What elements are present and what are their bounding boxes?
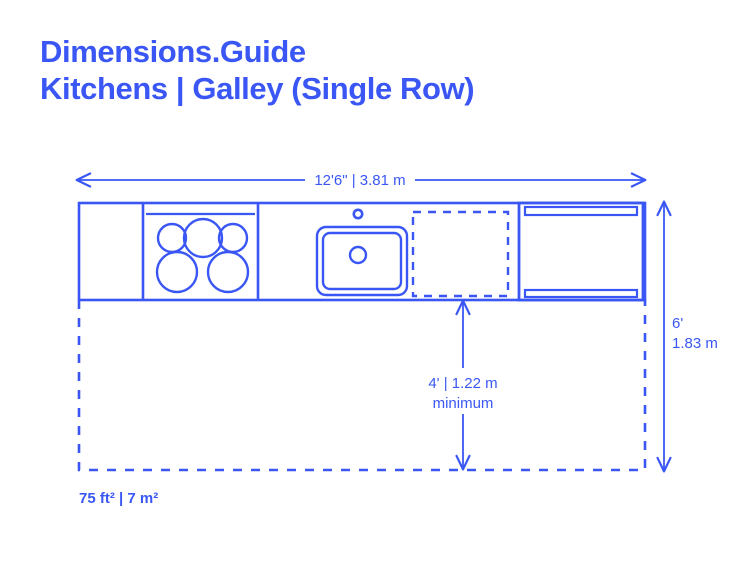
sink-drain bbox=[348, 245, 368, 265]
floor-boundary-dashed-path bbox=[77, 300, 647, 472]
depth-metric-label: 1.83 m bbox=[672, 335, 718, 352]
depth-imperial-label: 6' bbox=[672, 315, 683, 332]
area-label: 75 ft² | 7 m² bbox=[79, 490, 158, 507]
cooktop bbox=[146, 212, 255, 294]
refrigerator-door-top-rail bbox=[523, 205, 639, 217]
overall-width-label: 12'6" | 3.81 m bbox=[314, 172, 405, 189]
dishwasher-dashed-outline bbox=[411, 210, 510, 298]
sink bbox=[315, 208, 409, 297]
cooktop-burner-medium-front-left bbox=[155, 250, 199, 294]
cooktop-burner-medium-front-right bbox=[206, 250, 250, 294]
dishwasher bbox=[411, 210, 510, 298]
refrigerator-body bbox=[517, 201, 645, 302]
cooktop-burner-large-center bbox=[182, 217, 224, 259]
refrigerator-door-bottom-rail bbox=[523, 288, 639, 299]
dimension-overall-width: 12'6" | 3.81 m bbox=[75, 172, 647, 189]
dimension-overall-depth: 6' 1.83 m bbox=[656, 200, 718, 473]
sink-faucet bbox=[352, 208, 364, 220]
dimension-walkway-clearance: 4' | 1.22 m minimum bbox=[428, 299, 498, 471]
sink-basin bbox=[321, 231, 403, 291]
title-block: Dimensions.Guide Kitchens | Galley (Sing… bbox=[40, 33, 680, 107]
page-title-brand: Dimensions.Guide bbox=[40, 34, 306, 69]
page-title-subject: Kitchens | Galley (Single Row) bbox=[40, 71, 475, 106]
clearance-qualifier-label: minimum bbox=[433, 395, 494, 412]
sink-outer-rim bbox=[315, 225, 409, 297]
refrigerator bbox=[517, 201, 645, 302]
floor-area-boundary bbox=[77, 300, 647, 472]
clearance-value-label: 4' | 1.22 m bbox=[428, 375, 497, 392]
